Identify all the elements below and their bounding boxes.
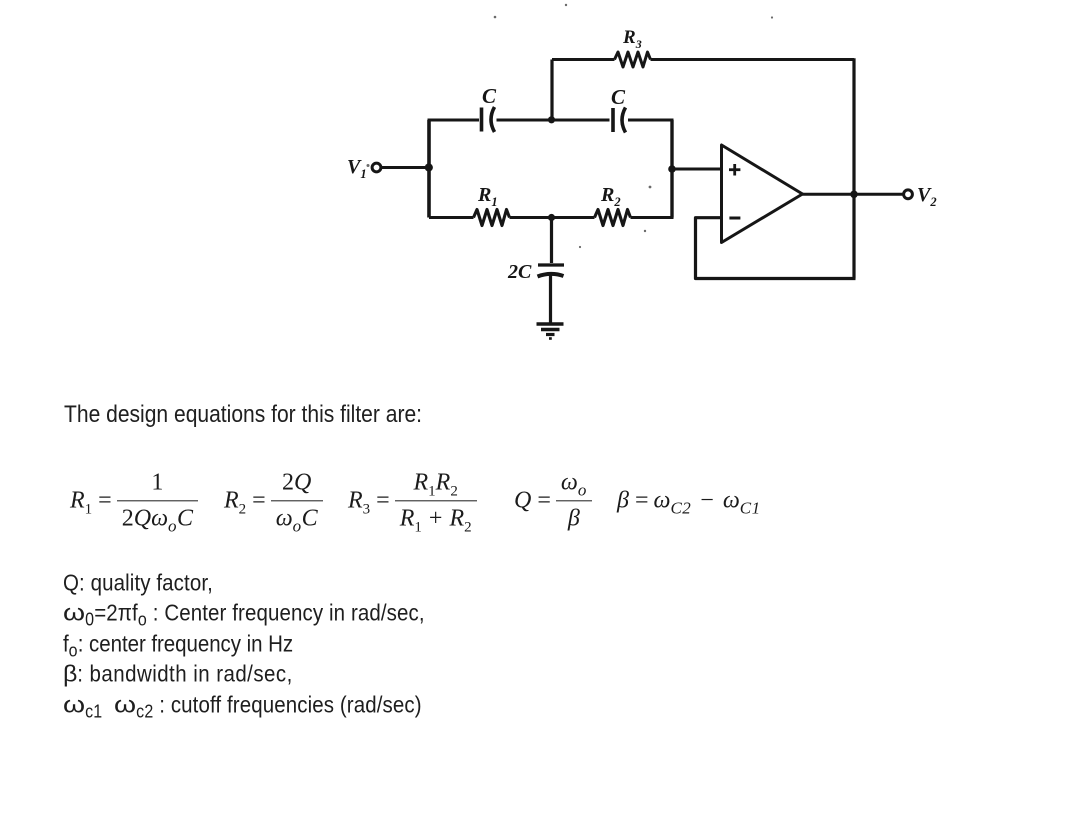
label-cap-right: C: [611, 85, 626, 109]
scan-specks: [366, 3, 774, 249]
label-cap-ground: 2C: [507, 261, 532, 283]
label-v2: V2: [917, 184, 937, 209]
capacitor-right: [611, 106, 628, 134]
heading-design-equations: The design equations for this filter are…: [64, 401, 423, 428]
junction-dots: [424, 116, 858, 222]
label-v1: V1: [347, 156, 367, 181]
definition-beta: β: bandwidth in rad/sec,: [63, 661, 293, 688]
label-r1: R1: [477, 184, 498, 209]
label-r3: R3: [622, 27, 642, 51]
capacitor-ground: [536, 263, 565, 279]
definition-omega0: ω0=2πfo : Center frequency in rad/sec,: [63, 600, 425, 630]
definitions-list: Q: quality factor, ω0=2πfo : Center freq…: [63, 569, 425, 722]
resistor-r2-zigzag: [593, 207, 632, 228]
wire-minus-loop: [693, 216, 856, 281]
resistor-r1-zigzag: [472, 207, 511, 228]
resistor-r3-zigzag: [613, 50, 652, 69]
ground-symbol: [536, 322, 564, 340]
terminal-v1: [370, 161, 383, 174]
definition-f0: fo: center frequency in Hz: [63, 630, 294, 661]
label-r2: R2: [600, 184, 621, 209]
equation-beta: β = ωC2 − ωC1: [617, 487, 761, 518]
label-cap-left: C: [482, 84, 497, 108]
opamp-triangle: [720, 143, 804, 244]
terminal-v2: [902, 188, 914, 201]
bandpass-filter-circuit-diagram: V1 V2 C C R1 R2 R3 2C: [347, 3, 937, 340]
definition-cutoff: ωc1 ωc2 : cutoff frequencies (rad/sec): [63, 692, 422, 722]
definition-q: Q: quality factor,: [63, 569, 213, 596]
capacitor-left: [479, 106, 497, 133]
opamp-plus-icon: [729, 164, 741, 176]
